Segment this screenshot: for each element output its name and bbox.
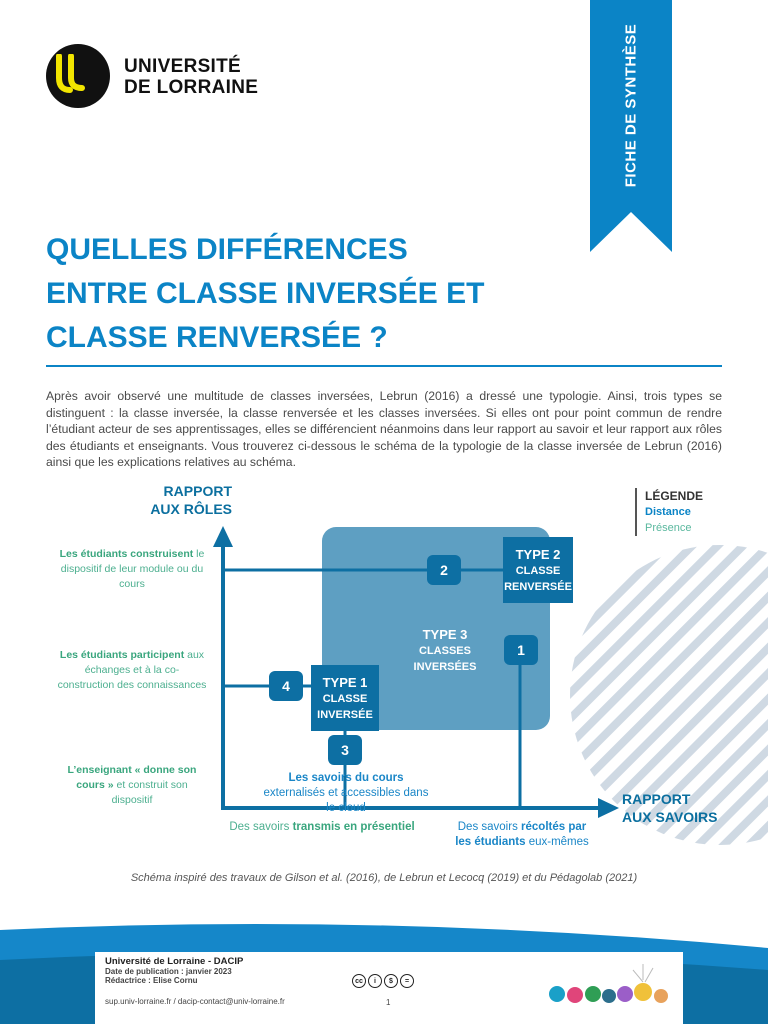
type3-line1: CLASSES — [419, 644, 471, 657]
y-axis-title: RAPPORT AUX RÔLES — [148, 482, 232, 518]
footer-pub-date: Date de publication : janvier 2023 — [105, 967, 232, 976]
type2-box: TYPE 2 CLASSE RENVERSÉE — [503, 537, 573, 603]
title-divider — [46, 365, 722, 367]
cc-nd-icon: = — [400, 974, 414, 988]
cc-icon: cc — [352, 974, 366, 988]
type2-title: TYPE 2 — [515, 546, 561, 562]
note-recoltes: Des savoirs récoltés par les étudiants e… — [452, 820, 592, 850]
x-axis-title-line2: AUX SAVOIRS — [622, 809, 718, 825]
type1-box: TYPE 1 CLASSE INVERSÉE — [311, 665, 379, 731]
type1-line1: CLASSE — [322, 692, 368, 705]
legend: LÉGENDE Distance Présence — [635, 488, 703, 536]
logo-u-icon — [56, 54, 85, 93]
number-3: 3 — [328, 735, 362, 765]
y-axis-title-line1: RAPPORT — [163, 483, 232, 499]
note-savoirs-cours-bold: Les savoirs du cours — [288, 772, 404, 784]
type3-label: TYPE 3 CLASSES INVERSÉES — [400, 620, 490, 680]
footer-editor: Rédactrice : Elise Cornu — [105, 976, 198, 985]
footer-links[interactable]: sup.univ-lorraine.fr / dacip-contact@uni… — [105, 997, 285, 1006]
crumpled-paper-illustration — [549, 964, 668, 1003]
stripes-decoration — [570, 545, 768, 845]
cc-nc-icon: $ — [384, 974, 398, 988]
type1-line2: INVERSÉE — [317, 708, 373, 721]
note-transmis-pre: Des savoirs — [229, 821, 293, 833]
footer-org-name: Université de Lorraine - DACIP — [105, 956, 244, 967]
number-2: 2 — [427, 555, 461, 585]
note-construisent: Les étudiants construisent le dispositif… — [57, 547, 207, 592]
type1-title: TYPE 1 — [322, 674, 368, 690]
number-4: 4 — [269, 671, 303, 701]
legend-presence: Présence — [645, 522, 692, 534]
university-name: UNIVERSITÉ DE LORRAINE — [124, 56, 258, 98]
logo-line1: UNIVERSITÉ — [124, 56, 242, 77]
note-savoirs-cours: Les savoirs du cours externalisés et acc… — [262, 771, 430, 816]
cc-license[interactable]: cc i $ = — [352, 974, 414, 988]
note-construisent-bold: Les étudiants construisent — [59, 548, 194, 560]
ribbon-banner — [590, 0, 672, 252]
note-recoltes-bold: récoltés par les étudiants — [455, 821, 587, 848]
note-enseignant: L’enseignant « donne son cours » et cons… — [57, 763, 207, 808]
y-axis-arrow — [213, 526, 233, 547]
page-number: 1 — [386, 998, 391, 1007]
footer-card — [95, 952, 683, 1024]
note-enseignant-bold: L’enseignant « donne son cours » — [67, 764, 197, 791]
note-transmis-bold: transmis en présentiel — [292, 821, 415, 833]
type3-line2: INVERSÉES — [413, 660, 477, 673]
note-enseignant-rest: et construit son dispositif — [111, 779, 188, 806]
type2-line2: RENVERSÉE — [504, 580, 572, 593]
note-recoltes-rest: eux-mêmes — [525, 836, 589, 848]
note-transmis: Des savoirs transmis en présentiel — [222, 820, 422, 835]
title-line3: CLASSE RENVERSÉE ? — [46, 321, 388, 354]
legend-distance: Distance — [645, 506, 691, 518]
diagram-caption: Schéma inspiré des travaux de Gilson et … — [130, 872, 638, 884]
x-axis-arrow — [598, 798, 619, 818]
type3-title: TYPE 3 — [422, 626, 468, 642]
title-line2: ENTRE CLASSE INVERSÉE ET — [46, 277, 485, 310]
intro-paragraph: Après avoir observé une multitude de cla… — [46, 389, 722, 469]
number-1: 1 — [504, 635, 538, 665]
note-participent-rest: aux échanges et à la co-construction des… — [57, 649, 207, 691]
logo-line2: DE LORRAINE — [124, 77, 259, 98]
type2-line1: CLASSE — [515, 564, 561, 577]
cc-by-icon: i — [368, 974, 382, 988]
note-savoirs-cours-rest: externalisés et accessibles dans le clou… — [263, 787, 429, 814]
footer-org: Université de Lorraine - DACIP Date de p… — [105, 956, 243, 985]
legend-title: LÉGENDE — [645, 489, 704, 503]
x-axis-title: RAPPORT AUX SAVOIRS — [622, 790, 722, 826]
note-participent-bold: Les étudiants participent — [59, 649, 185, 661]
title-line1: QUELLES DIFFÉRENCES — [46, 233, 408, 266]
note-participent: Les étudiants participent aux échanges e… — [57, 648, 207, 693]
type3-area — [322, 527, 550, 730]
page-title: QUELLES DIFFÉRENCES ENTRE CLASSE INVERSÉ… — [46, 228, 566, 360]
x-axis-title-line1: RAPPORT — [622, 791, 691, 807]
note-recoltes-pre: Des savoirs — [457, 821, 522, 833]
y-axis-title-line2: AUX RÔLES — [150, 501, 232, 517]
note-construisent-rest: le dispositif de leur module ou du cours — [60, 548, 205, 590]
